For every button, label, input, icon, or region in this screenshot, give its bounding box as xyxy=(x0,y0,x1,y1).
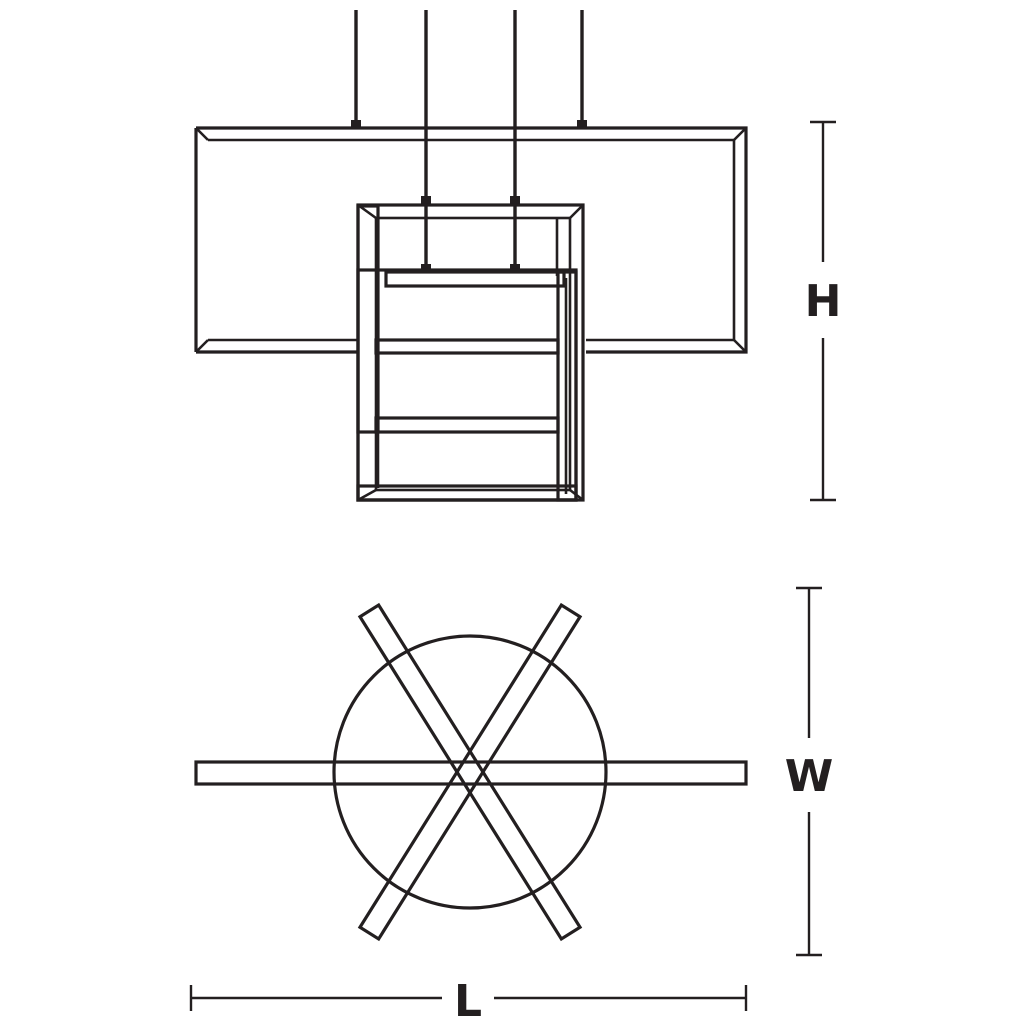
middle-bar xyxy=(374,338,560,355)
large-frame-bevel-tr xyxy=(733,127,747,141)
canopy-circle xyxy=(332,634,608,910)
large-frame xyxy=(194,126,748,354)
large-frame-inner xyxy=(208,138,736,342)
front-frame-left-post xyxy=(356,204,380,434)
width-label: W xyxy=(785,751,834,802)
wire-clip-3a xyxy=(510,196,520,205)
front-frame-bottom-bar xyxy=(356,484,578,502)
diagonal-bar-a xyxy=(357,602,583,942)
large-frame-outer xyxy=(196,126,748,354)
width-dimension: W xyxy=(785,586,834,957)
wire-clip-1 xyxy=(351,120,361,129)
back-frame-bevel-bl xyxy=(357,488,377,502)
front-frame-outline xyxy=(356,268,578,502)
height-dimension: H xyxy=(805,120,842,502)
horizontal-bar xyxy=(194,760,748,786)
top-plan-view xyxy=(194,602,748,942)
wire-clip-4 xyxy=(577,120,587,129)
diagonal-bar-b xyxy=(357,602,583,942)
length-label: L xyxy=(454,976,482,1024)
diagonal-bar-a-group xyxy=(357,602,583,942)
height-label: H xyxy=(805,276,842,327)
front-frame-lower-bar xyxy=(374,416,560,434)
front-frame-top-bar xyxy=(384,270,566,288)
diagonal-bar-b-group xyxy=(357,602,583,942)
side-elevation-view xyxy=(194,10,748,502)
back-frame-bevel-tr xyxy=(569,204,584,219)
length-dimension: L xyxy=(189,976,748,1024)
wire-clip-2a xyxy=(421,196,431,205)
large-frame-bevel-br xyxy=(733,339,747,353)
suspension-wires xyxy=(351,10,587,273)
front-square-frame xyxy=(356,204,578,502)
large-frame-bevel-bl xyxy=(195,339,209,353)
large-frame-bevel-tl xyxy=(195,127,209,141)
middle-bar-body xyxy=(374,338,560,355)
